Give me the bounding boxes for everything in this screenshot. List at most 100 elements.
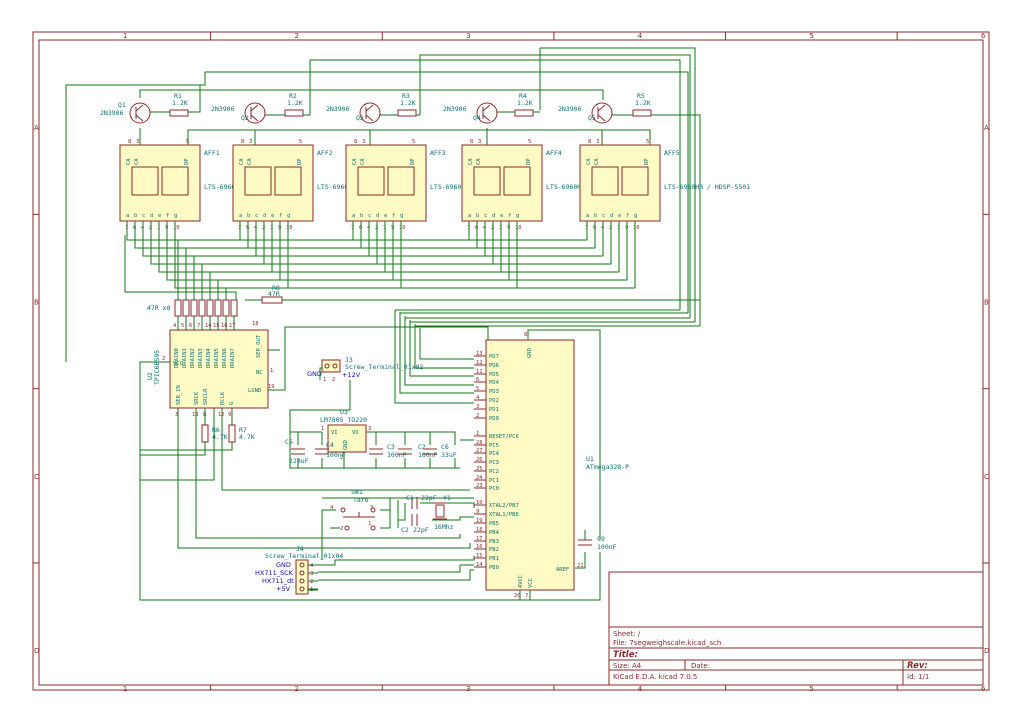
j3-pin2: 2 <box>332 377 335 383</box>
u2-drain-label: DRAIN0 <box>174 348 180 368</box>
u1-pin-number: 13 <box>476 351 483 357</box>
resistor-r3: R31.2K <box>397 92 417 117</box>
display-ref: AFF3 <box>430 149 446 157</box>
u3-ref: U3 <box>340 408 348 416</box>
cap-c6: C6 33uF <box>423 443 457 459</box>
r8-value: 47R <box>268 290 280 298</box>
grid-col-top: 6 <box>981 32 986 40</box>
display-top-pin: 5 <box>412 139 415 145</box>
display-bottom-pin: 10 <box>515 225 522 231</box>
u2-g-pin: 9 <box>228 412 231 418</box>
u1-pin-number: 2 <box>476 413 479 419</box>
display-seg-label: f <box>392 213 395 219</box>
transistor-ref: Q2 <box>241 114 249 122</box>
resistor-value: 1.2K <box>172 99 188 107</box>
display-top-pin: 3 <box>136 139 139 145</box>
grid-row-left: D <box>34 647 39 655</box>
display-dp-label: DP <box>297 158 303 165</box>
u1-pin-name: PB2 <box>489 547 499 553</box>
resistor-r1: R11.2K <box>169 92 189 117</box>
display-ca-label: CA <box>134 158 140 165</box>
grid-col-bottom: 6 <box>981 685 986 693</box>
u1-pin-number: 25 <box>476 466 483 472</box>
transistor-q3: Q3 2N3906 <box>326 102 381 124</box>
display-value: LTS-6960HR / HDSP-5501 <box>664 183 750 191</box>
transistor-ref: Q1 <box>118 101 126 109</box>
resistor-value: 1.2K <box>635 99 651 107</box>
u2-vcc-pin: 2 <box>162 356 165 362</box>
u1-pin-name: PB5 <box>489 521 499 527</box>
j4-pin: 2 <box>310 579 313 585</box>
transistor-ref: Q3 <box>356 114 364 122</box>
display-seg-label: b <box>134 213 137 219</box>
transistor-ref: Q4 <box>473 114 481 122</box>
u1-pin-name: PC1 <box>489 478 499 484</box>
transistor-value: 2N3906 <box>326 105 350 113</box>
display-dp-label: DP <box>644 158 650 165</box>
u1-pin-name: PD0 <box>489 416 499 422</box>
u1-pin-number: 11 <box>476 369 483 375</box>
outer-frame <box>32 31 990 691</box>
display-seg-label: f <box>508 213 511 219</box>
display-ref: AFF4 <box>546 149 562 157</box>
grid-col-bottom: 5 <box>809 685 813 693</box>
display-seg-label: b <box>476 213 479 219</box>
u3-pin2: 2 <box>340 455 343 461</box>
u1-pin-number: 27 <box>476 448 483 454</box>
display-seg-label: c <box>255 213 258 219</box>
grid-col-top: 2 <box>294 32 298 40</box>
u1-pin-number: 6 <box>476 377 479 383</box>
u1-pin-name: PC5 <box>489 443 499 449</box>
display-seg-label: c <box>484 213 487 219</box>
connector-j3: J3 Screw_Terminal_01x02 GND +12V 1 2 <box>307 356 423 383</box>
j4-pin: 4 <box>310 563 314 569</box>
tb-tool: KiCad E.D.A. kicad 7.0.5 <box>613 673 697 681</box>
u2-drain-label: DRAIN2 <box>190 348 196 368</box>
display-top-pin: 3 <box>478 139 481 145</box>
u2-srclr-pin: 8 <box>203 412 206 418</box>
display-bottom-pin: 10 <box>286 225 293 231</box>
u1-pin-name: PB1 <box>489 556 499 562</box>
u2-nc-pin: 1 <box>270 368 273 374</box>
display-seg-label: d <box>263 213 266 219</box>
display-top-pin: 3 <box>596 139 599 145</box>
display-ref: AFF5 <box>664 149 680 157</box>
resistor-r4: R41.2K <box>514 92 534 117</box>
u2-drain-pin: 17 <box>229 323 236 329</box>
c6-ref: C6 <box>441 443 449 451</box>
tb-title-label: Title: <box>613 650 638 660</box>
display-seg-label: b <box>594 213 597 219</box>
u2-drain-label: DRAIN6 <box>222 348 228 368</box>
rarray-label: 47R x8 <box>147 304 171 312</box>
display-seg-label: d <box>150 213 153 219</box>
resistor-ref: R2 <box>289 92 297 100</box>
j3-value: Screw_Terminal_01x02 <box>345 363 423 371</box>
display-top-pin: 8 <box>354 139 357 145</box>
u1-pin-name: PD3 <box>489 389 499 395</box>
resistor-ref: R4 <box>519 92 527 100</box>
u3-pin3: 3 <box>368 426 371 432</box>
display-ca-label: CA <box>586 158 592 165</box>
u1-pin-number: 19 <box>476 518 483 524</box>
crystal-y1: Y1 16Mhz <box>433 494 454 531</box>
resistor-r2: R21.2K <box>284 92 304 117</box>
j4-pin: 1 <box>310 587 313 593</box>
u1-pin-number: 24 <box>476 475 483 481</box>
u1-pin-number: 12 <box>476 360 483 366</box>
u1-pin-number: 5 <box>476 386 479 392</box>
u2-srck-pin: 13 <box>192 412 199 418</box>
resistor-r7: R7 4.7K <box>228 424 255 443</box>
u1-pin-number: 23 <box>476 483 483 489</box>
u3-value: LM7805_TO220 <box>320 416 367 424</box>
u1-pin-number: 17 <box>476 536 483 542</box>
c3-ref: C3 <box>387 443 395 451</box>
display-seg-label: a <box>352 213 355 219</box>
transistor-ref: Q5 <box>588 114 596 122</box>
display-ca-label: CA <box>352 158 358 165</box>
